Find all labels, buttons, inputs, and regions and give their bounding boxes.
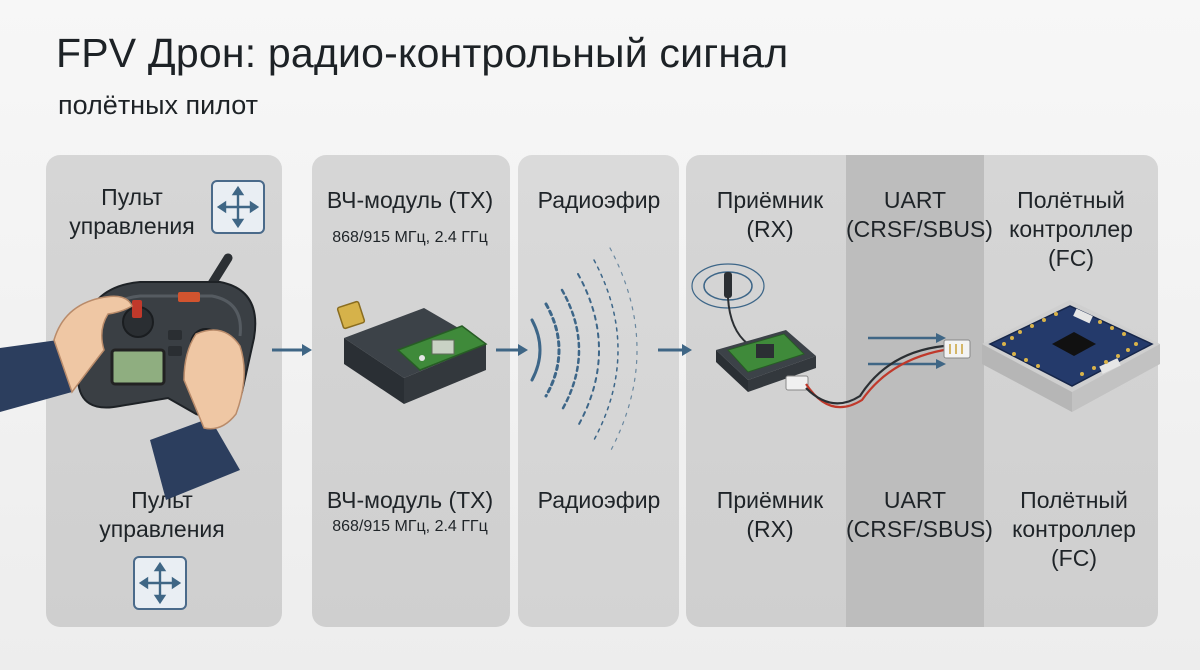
remote-label-top: Пульт управления [69, 184, 195, 239]
rf-module-illustration [336, 300, 488, 404]
rf-module-freq-bottom: 868/915 МГц, 2.4 ГГц [332, 518, 488, 535]
receiver-label-bottom: Приёмник (RX) [716, 487, 824, 542]
air-panel [518, 155, 679, 627]
diagram-subtitle: полётных пилот [58, 90, 259, 120]
remote-controller-illustration [0, 253, 257, 500]
diagram-title: FPV Дрон: радио-контрольный сигнал [56, 30, 789, 76]
receiver-illustration [691, 263, 971, 409]
uart-label-top: UART (CRSF/SBUS) [846, 187, 993, 242]
fc-label-top: Полётный контроллер (FC) [1009, 187, 1133, 271]
air-label-top: Радиоэфир [537, 187, 661, 213]
uart-label-bottom: UART (CRSF/SBUS) [846, 487, 993, 542]
rf-module-label-bottom: ВЧ-модуль (TX) [326, 487, 494, 513]
radio-waves-icon [530, 247, 638, 453]
fc-label-bottom: Полётный контроллер (FC) [1012, 487, 1136, 571]
move-arrows-icon [211, 180, 265, 234]
rf-module-label-top: ВЧ-модуль (TX) [326, 187, 494, 213]
rf-module-freq-top: 868/915 МГц, 2.4 ГГц [332, 229, 488, 246]
flight-controller-illustration [982, 300, 1160, 412]
move-arrows-icon-bottom [133, 556, 187, 610]
air-label-bottom: Радиоэфир [537, 487, 661, 513]
receiver-label-top: Приёмник (RX) [716, 187, 824, 242]
